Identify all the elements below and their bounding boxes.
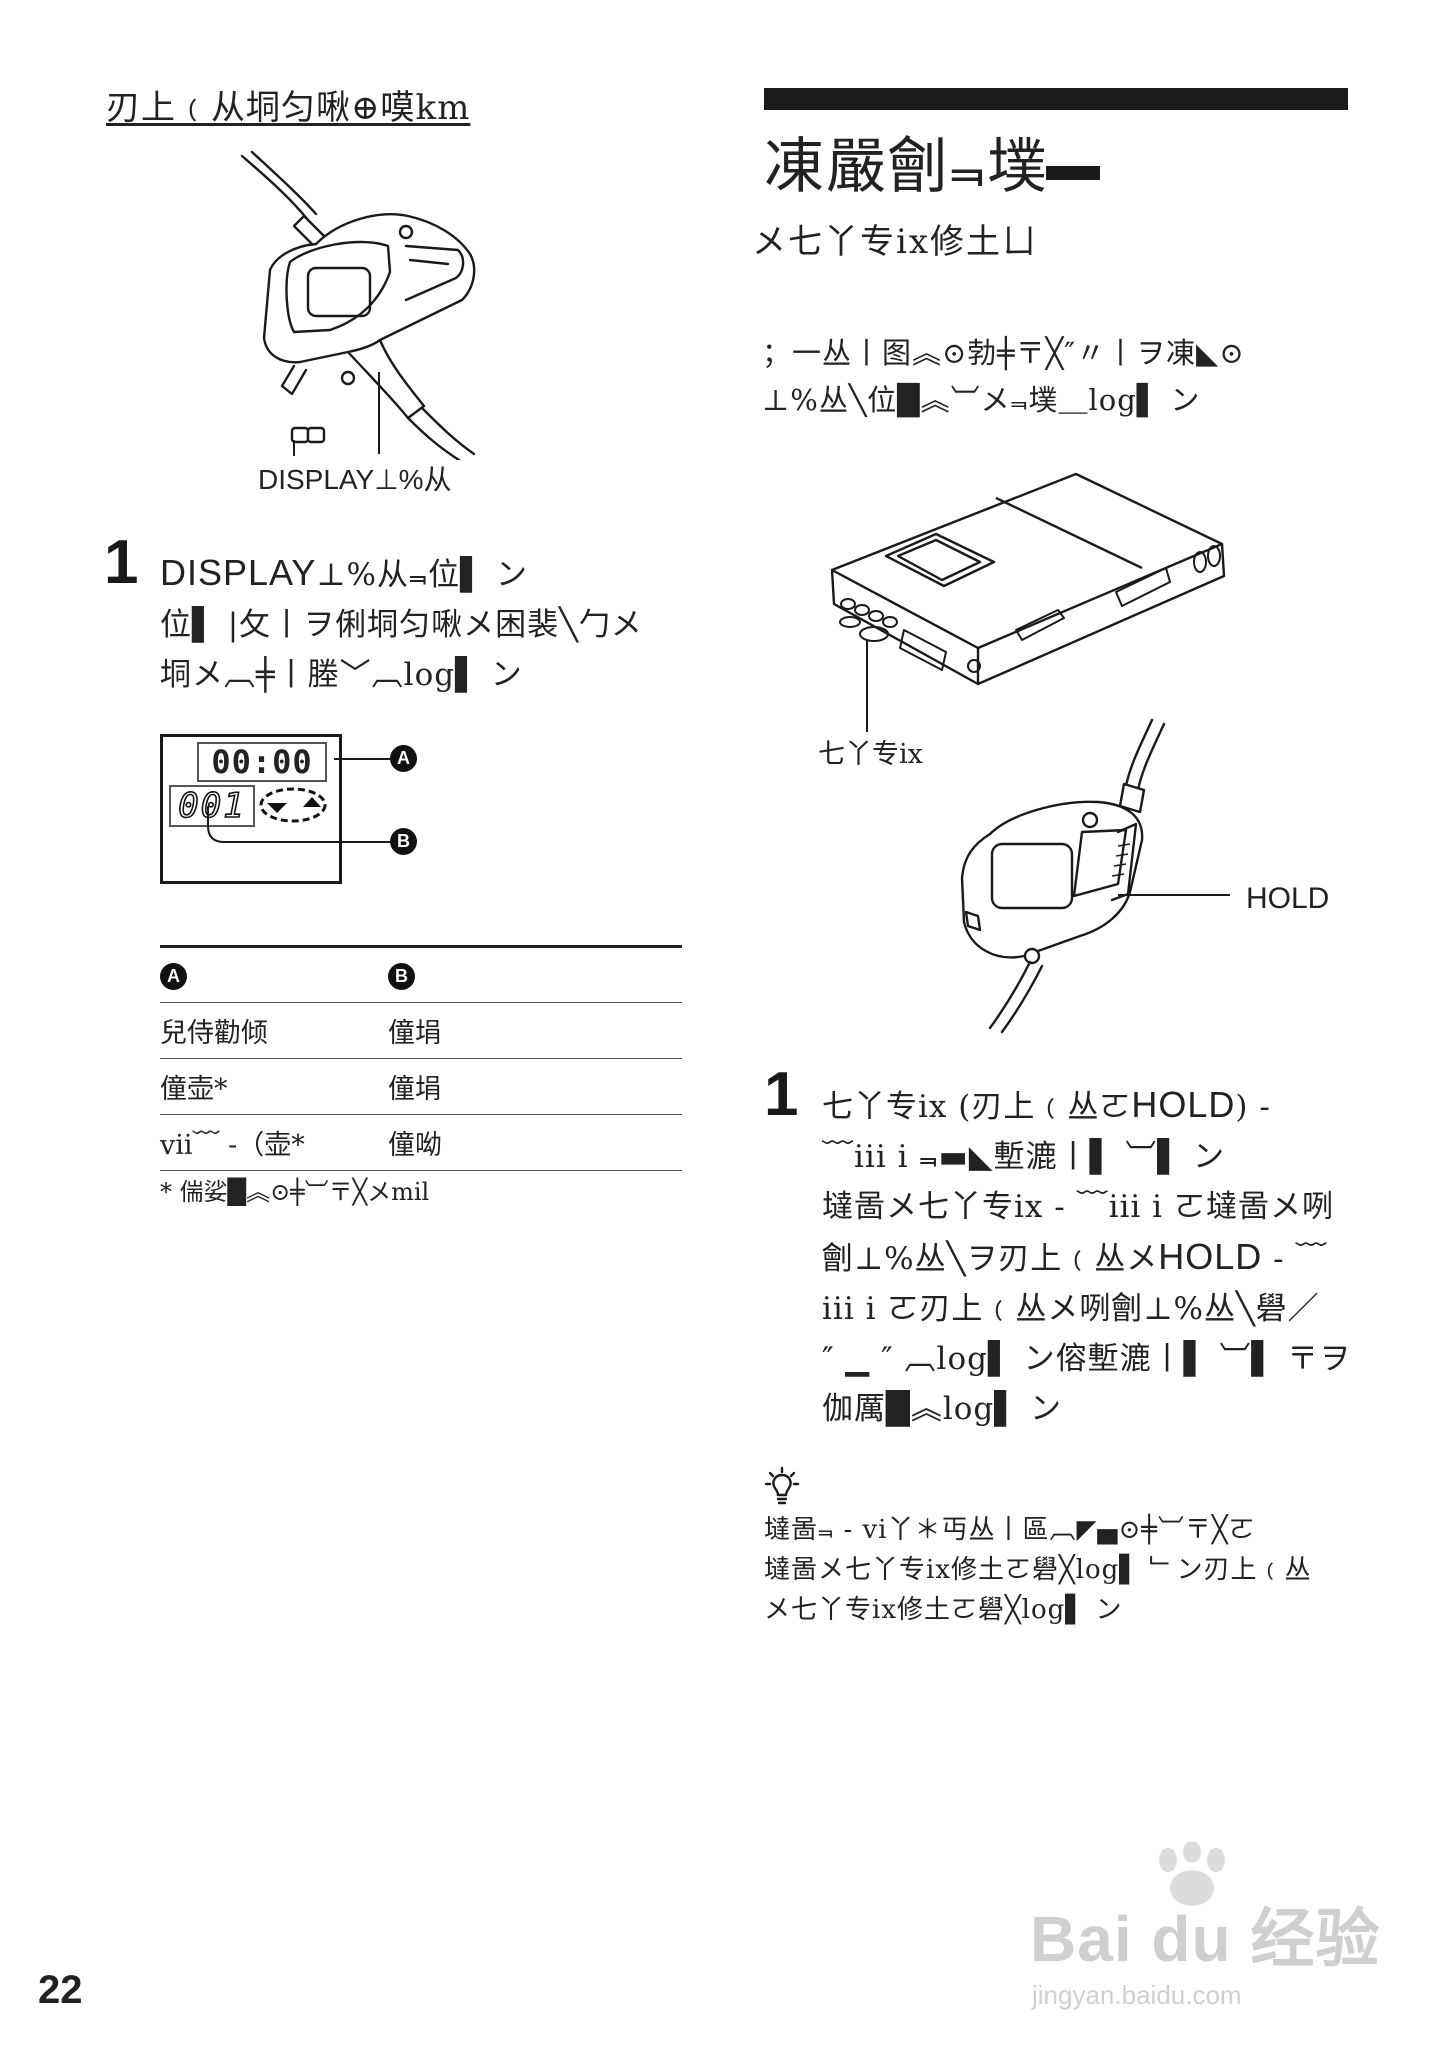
step-number: 1	[764, 1060, 799, 1129]
hold-switch-label: 七丫专ix	[818, 739, 923, 770]
remote-control-illustration	[240, 150, 476, 460]
column-b-badge: B	[388, 962, 415, 990]
page-title: 凍嚴劊⫬墣	[764, 132, 1050, 202]
time-readout: 00:00	[197, 742, 327, 782]
intro-paragraph: ；一丛丨图︽⊙勃╪〒╳″〃丨ヲ凍◣⊙ ⊥%丛╲位█︽︺メ⫬墣＿log▌ ン	[762, 336, 1245, 417]
callout-b-line	[207, 806, 392, 843]
table-row: 僮壶* 僮埍	[160, 1058, 682, 1115]
title-block-mark	[1046, 166, 1100, 180]
hold-switch-leader	[866, 640, 868, 732]
hold-label: HOLD	[1246, 882, 1330, 915]
display-button-label: DISPLAY⊥%从	[258, 464, 452, 495]
remote-hold-illustration	[960, 718, 1166, 1034]
lcd-display: 00:00 001	[160, 734, 342, 884]
callout-a-badge: A	[390, 745, 417, 772]
section-rule	[764, 88, 1348, 110]
step-instructions: 七丫专ix (刃上﹙丛ㄛHOLD) - ﹋iii i ⫬▬◣塹漉丨▌ ︺▌ ン …	[822, 1084, 1352, 1427]
hold-leader-line	[1118, 894, 1230, 896]
lightbulb-icon	[764, 1466, 800, 1505]
display-leader-line	[378, 372, 380, 454]
player-illustration	[830, 472, 1226, 686]
paw-icon	[1159, 1842, 1225, 1906]
step-instructions: DISPLAY⊥%从⫬位▌ ン 位▌ |攵丨ヲ俐垌匀啾メ困裴╲勹メ 垌メ︹╪丨塍…	[160, 552, 643, 693]
section-subtitle: メ七丫专ix修土ㄩ	[752, 222, 1039, 262]
callout-b-badge: B	[390, 828, 417, 855]
section-heading: 刃上﹙从垌匀啾⊕嗼km	[106, 88, 471, 128]
page-number: 22	[38, 1968, 83, 2012]
table-row: vii﹋ -（壶* 僮呦	[160, 1114, 682, 1171]
disc-icon	[259, 787, 327, 823]
column-a-badge: A	[160, 962, 187, 990]
tip-text: 墶啚⫬ - vi丫＊丏丛丨區︹◤▄⊙╪︺〒╳ㄛ 墶啚メ七丫专ix修土ㄛ礐╳log…	[764, 1515, 1312, 1625]
mode-table: A B 兒侍勸倾 僮埍 僮壶* 僮埍 vii﹋ -（壶* 僮呦	[160, 945, 682, 1171]
baidu-watermark: Bai du 经验 jingyan.baidu.com	[1030, 1842, 1380, 2011]
table-footnote: * 偳娑█︽⊙╪︺〒╳メmil	[160, 1178, 430, 1206]
table-row: 兒侍勸倾 僮埍	[160, 1002, 682, 1059]
track-readout: 001	[169, 785, 255, 827]
table-header-row: A B	[160, 945, 682, 1003]
callout-a-line	[334, 758, 390, 760]
step-number: 1	[104, 528, 139, 597]
